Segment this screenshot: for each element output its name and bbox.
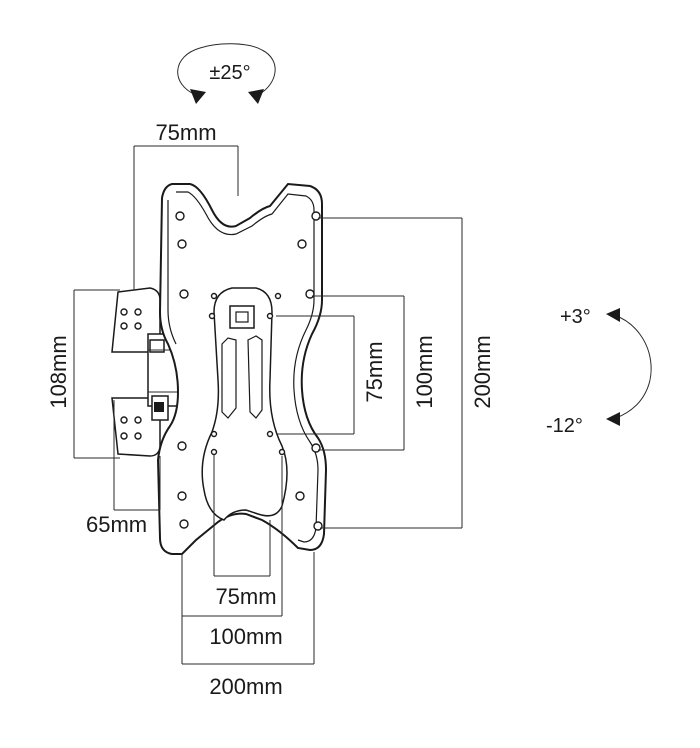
dimension-lines — [73, 145, 463, 665]
top-width-label: 75mm — [155, 120, 216, 145]
swivel-label: ±25° — [209, 62, 250, 84]
arm-depth-label: 65mm — [86, 512, 147, 537]
bracket-height-label: 108mm — [46, 335, 71, 408]
wall-bracket — [111, 287, 179, 457]
vesa-v-200-label: 200mm — [470, 335, 495, 408]
tilt-down-label: -12° — [546, 415, 583, 437]
swivel-indicator: ±25° — [177, 43, 276, 104]
tilt-indicator: +3° -12° — [546, 306, 652, 437]
vesa-v-100-label: 100mm — [412, 335, 437, 408]
vesa-h-75-label: 75mm — [215, 584, 276, 609]
vesa-h-200-label: 200mm — [209, 674, 282, 699]
vesa-h-100-label: 100mm — [209, 624, 282, 649]
vesa-plate — [156, 182, 328, 555]
dimension-labels: 75mm 108mm 65mm 75mm 100mm 200mm 75mm 10… — [46, 120, 495, 699]
tilt-up-label: +3° — [560, 306, 591, 328]
vesa-v-75-label: 75mm — [362, 341, 387, 402]
